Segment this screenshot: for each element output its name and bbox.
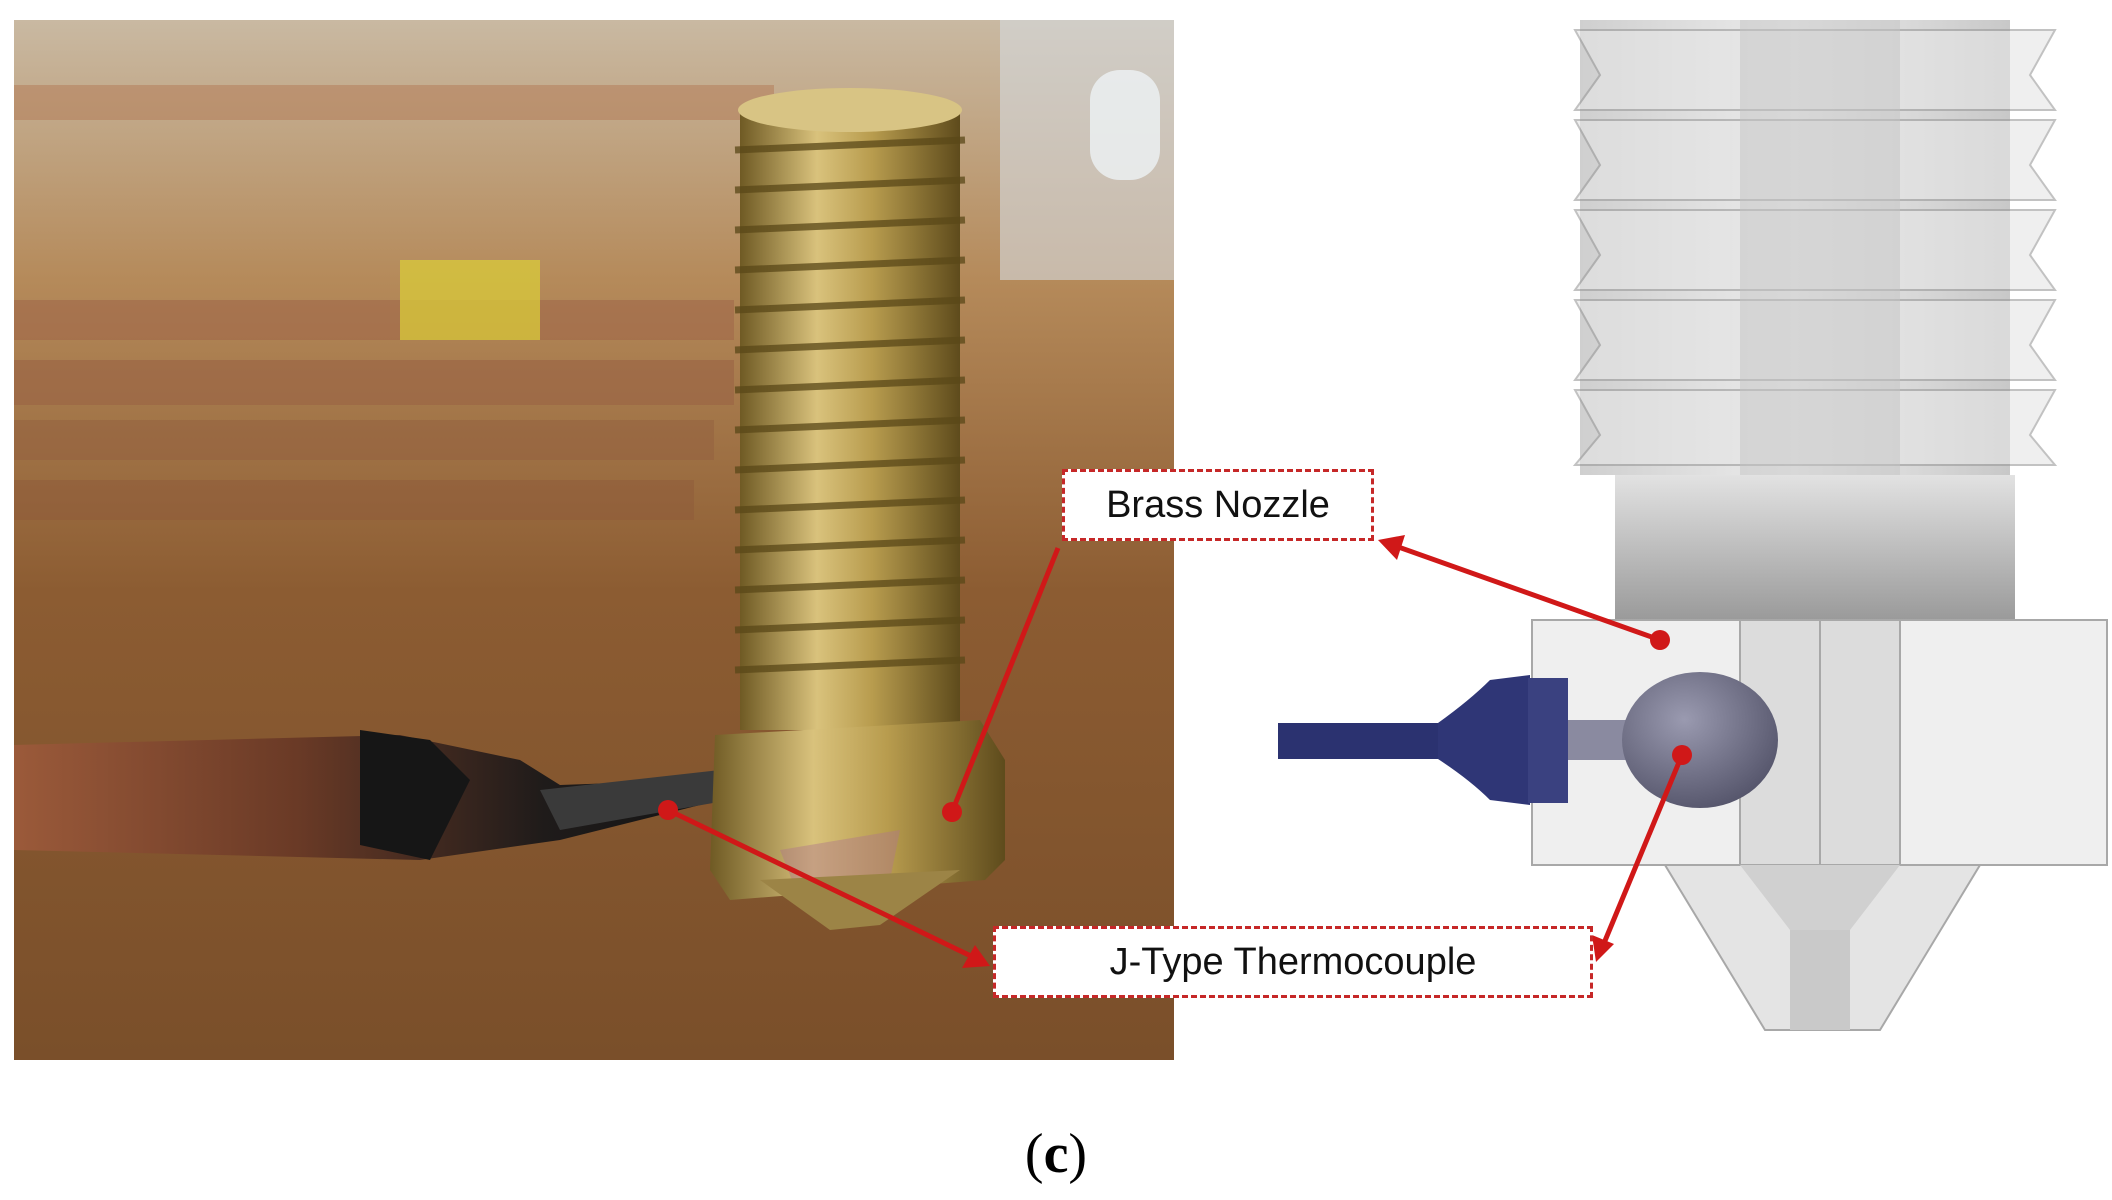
caption-open-paren: ( <box>1024 1123 1044 1185</box>
brass-arrowhead-cad <box>1378 535 1405 560</box>
jtype-dot-cad <box>1672 745 1692 765</box>
jtype-dot-photo <box>658 800 678 820</box>
nozzle-photo <box>14 20 1174 1060</box>
nozzle-cad-section <box>1278 20 2108 1031</box>
brass-nozzle-label: Brass Nozzle <box>1106 483 1330 526</box>
jtype-arrowhead-photo <box>962 945 990 968</box>
j-type-thermocouple-callout: J-Type Thermocouple <box>993 926 1593 998</box>
annotation-arrows <box>658 535 1692 968</box>
brass-leader-cad <box>1389 541 1661 643</box>
jtype-arrowhead-cad <box>1592 935 1614 962</box>
brass-dot-cad <box>1650 630 1670 650</box>
jtype-leader-cad <box>1599 754 1685 949</box>
j-type-thermocouple-label: J-Type Thermocouple <box>1109 940 1477 983</box>
brass-leader-photo <box>949 547 1061 813</box>
panel-caption: (c) <box>0 1122 2112 1186</box>
brass-nozzle-callout: Brass Nozzle <box>1062 469 1374 541</box>
caption-letter: c <box>1043 1123 1069 1185</box>
caption-close-paren: ) <box>1068 1123 1088 1185</box>
brass-dot-photo <box>942 802 962 822</box>
jtype-leader-photo <box>666 807 977 961</box>
